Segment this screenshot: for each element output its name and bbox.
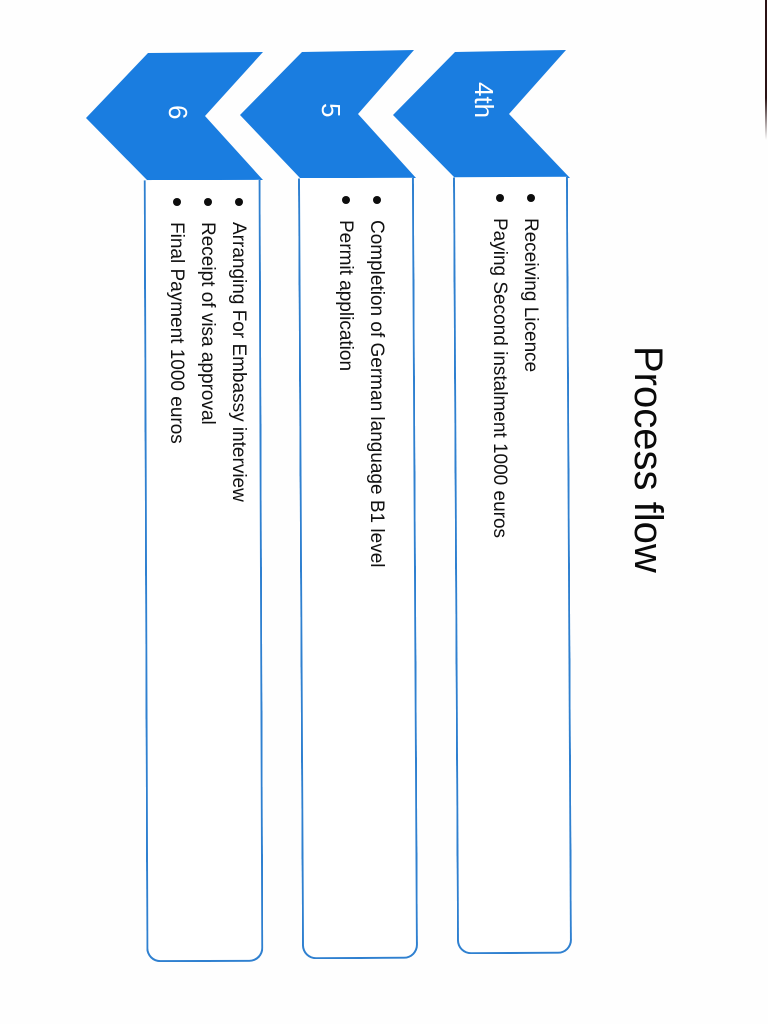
bullet-icon [496,194,504,202]
list-item: Receipt of visa approval [192,196,223,502]
list-item: Arranging For Embassy interview [223,196,254,502]
chevron-stage-6 [86,52,263,180]
stage-label-6: 6 [163,105,193,120]
list-item: Receiving Licence [515,192,546,538]
list-item: Paying Second instalment 1000 euros [484,192,515,538]
stage-label-4th: 4th [469,82,499,119]
chevron-stage-4th [393,50,570,178]
bullet-icon [373,196,381,204]
page-edge-shadow [765,0,767,140]
list-item: Final Payment 1000 euros [161,196,192,502]
stage-label-5: 5 [316,103,346,118]
list-item: Permit application [330,194,361,567]
bullet-icon [235,198,243,206]
list-item: Completion of German language B1 level [361,194,392,567]
bullet-icon [204,198,212,206]
stage-5-bullet-list: Completion of German language B1 level P… [330,194,392,567]
bullet-icon [342,196,350,204]
chevron-stage-5 [240,50,416,178]
stage-4th-bullet-list: Receiving Licence Paying Second instalme… [484,192,546,538]
stage-6-bullet-list: Arranging For Embassy interview Receipt … [161,196,254,502]
bullet-icon [527,194,535,202]
bullet-icon [173,198,181,206]
